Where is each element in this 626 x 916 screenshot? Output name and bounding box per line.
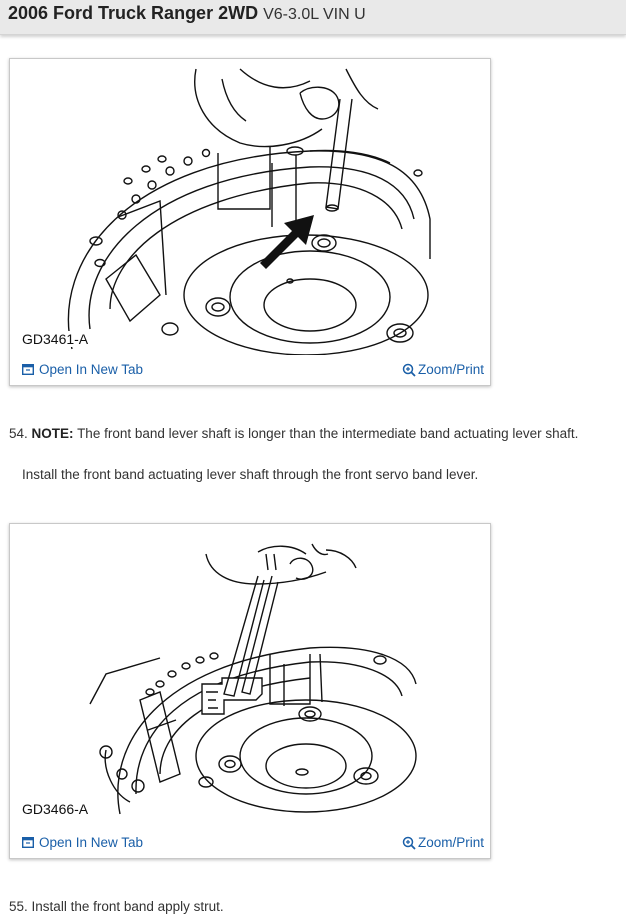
open-in-new-tab-link[interactable]: Open In New Tab bbox=[22, 362, 143, 377]
zoom-print-label: Zoom/Print bbox=[417, 362, 484, 377]
zoom-icon bbox=[402, 363, 416, 377]
figure-1-illustration bbox=[67, 68, 431, 355]
figure-code: GD3461-A bbox=[20, 331, 91, 347]
open-in-new-tab-label: Open In New Tab bbox=[39, 835, 144, 850]
figure-code: GD3466-A bbox=[20, 801, 91, 817]
figure-2-illustration bbox=[89, 543, 417, 815]
zoom-print-label: Zoom/Print bbox=[417, 835, 484, 850]
engine-subtitle: V6-3.0L VIN U bbox=[263, 6, 366, 23]
zoom-print-link[interactable]: Zoom/Print bbox=[402, 835, 484, 850]
figure-2: GD3466-A Open In New Tab Zoom/Print bbox=[9, 523, 491, 859]
step-text: Install the front band apply strut. bbox=[31, 899, 224, 914]
open-in-new-tab-label: Open In New Tab bbox=[39, 362, 144, 377]
step-54-instruction: Install the front band actuating lever s… bbox=[22, 467, 479, 482]
step-55: 55. Install the front band apply strut. bbox=[9, 899, 224, 914]
figure-1: GD3461-A Open In New Tab Zoom/Print bbox=[9, 58, 491, 386]
zoom-icon bbox=[402, 836, 416, 850]
step-54-note: 54. NOTE: The front band lever shaft is … bbox=[9, 426, 578, 441]
page-title: 2006 Ford Truck Ranger 2WD V6-3.0L VIN U bbox=[8, 3, 366, 24]
vehicle-title: 2006 Ford Truck Ranger 2WD bbox=[8, 3, 259, 23]
step-number: 55. bbox=[9, 899, 28, 914]
open-tab-icon bbox=[22, 837, 34, 848]
note-text: The front band lever shaft is longer tha… bbox=[77, 426, 579, 441]
step-number: 54. bbox=[9, 426, 28, 441]
page-header: 2006 Ford Truck Ranger 2WD V6-3.0L VIN U bbox=[0, 0, 626, 35]
note-label: NOTE: bbox=[31, 426, 74, 441]
figure-toolbar: Open In New Tab Zoom/Print bbox=[10, 356, 490, 384]
figure-toolbar: Open In New Tab Zoom/Print bbox=[10, 829, 490, 857]
open-tab-icon bbox=[22, 364, 34, 375]
zoom-print-link[interactable]: Zoom/Print bbox=[402, 362, 484, 377]
open-in-new-tab-link[interactable]: Open In New Tab bbox=[22, 835, 143, 850]
